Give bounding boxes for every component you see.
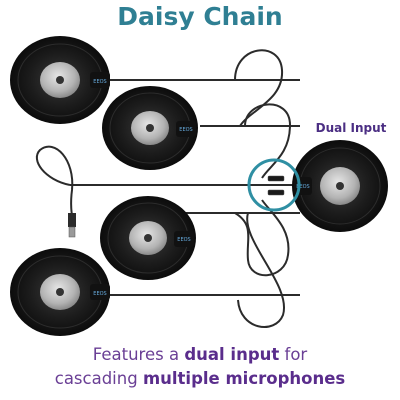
cable-icon [35,145,74,216]
device-label: EEOS [177,237,190,243]
device-label: EEOS [296,184,309,190]
dual-input-highlight-ring [247,158,301,212]
cable-icon [237,212,286,328]
microphone-puck-icon: EEOS [10,248,110,336]
microphone-puck-icon: EEOS [102,86,198,170]
caption: Features a dual input for cascading mult… [0,343,400,391]
microphone-puck-icon: EEOS [292,140,388,232]
microphone-puck-icon: EEOS [10,36,110,124]
device-label: EEOS [93,291,106,297]
dual-input-callout: Dual Input [315,121,387,135]
cable-icon [234,199,290,277]
usb-plug-icon [68,213,76,238]
device-label: EEOS [93,79,106,85]
caption-emphasis: multiple microphones [142,369,346,388]
caption-text: cascading [54,369,143,388]
audio-jack-icon [267,175,285,196]
diagram-title: Daisy Chain [117,2,283,31]
caption-emphasis: dual input [184,345,280,364]
cable-icon [244,103,292,179]
caption-line-2: cascading multiple microphones [0,367,400,391]
device-label: EEOS [179,127,192,133]
microphone-puck-icon: EEOS [100,196,196,280]
caption-line-1: Features a dual input for [0,343,400,367]
cable-icon [234,49,284,127]
caption-text: Features a [92,345,185,364]
cable-group [35,49,300,328]
caption-text: for [279,345,308,364]
